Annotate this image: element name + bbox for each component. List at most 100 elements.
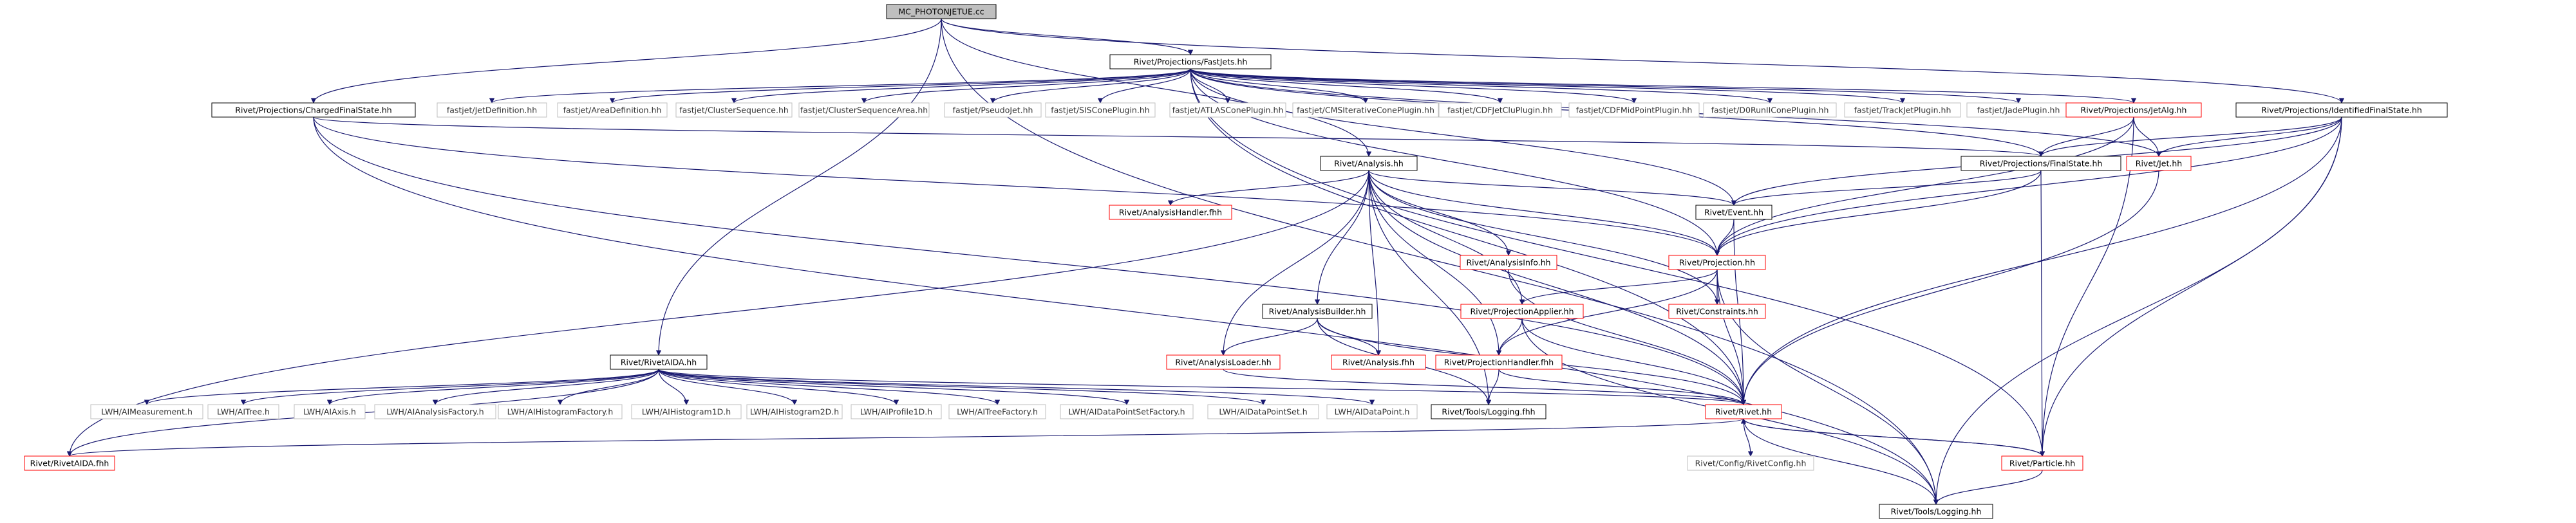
- edge-analysis-to-constraints: [1368, 170, 1720, 305]
- node-label: Rivet/Rivet.hh: [1715, 407, 1772, 417]
- node-rivet-projectionapplier-hh[interactable]: Rivet/ProjectionApplier.hh: [1460, 304, 1584, 319]
- edge-fastjets-to-projection: [1190, 68, 1720, 256]
- node-rivet-tools-logging-fhh[interactable]: Rivet/Tools/Logging.fhh: [1431, 404, 1547, 419]
- node-rivet-analysisloader-hh[interactable]: Rivet/AnalysisLoader.hh: [1166, 354, 1281, 370]
- node-fastjet-areadefinition-hh[interactable]: fastjet/AreaDefinition.hh: [557, 102, 668, 118]
- node-rivet-event-hh[interactable]: Rivet/Event.hh: [1695, 205, 1772, 220]
- edge-jet-to-rivethh: [1740, 170, 2159, 405]
- node-fastjet-trackjetplugin-hh[interactable]: fastjet/TrackJetPlugin.hh: [1844, 102, 1961, 118]
- node-label: fastjet/CDFJetCluPlugin.hh: [1447, 106, 1553, 115]
- node-lwh-aiaxis-h[interactable]: LWH/AIAxis.h: [294, 404, 366, 419]
- edge-analysis-to-analysisbuilder: [1314, 170, 1369, 305]
- node-rivet-analysis-fhh[interactable]: Rivet/Analysis.fhh: [1331, 354, 1426, 370]
- node-lwh-aidatapointset-h[interactable]: LWH/AIDataPointSet.h: [1207, 404, 1319, 419]
- node-rivet-rivet-hh[interactable]: Rivet/Rivet.hh: [1705, 404, 1782, 419]
- node-lwh-aidatapoint-h[interactable]: LWH/AIDataPoint.h: [1326, 404, 1418, 419]
- node-label: LWH/AITreeFactory.h: [957, 407, 1038, 417]
- node-rivet-particle-hh[interactable]: Rivet/Particle.hh: [2001, 455, 2083, 471]
- edge-analysisinfo-to-rivethh: [1508, 269, 1747, 405]
- node-label: Rivet/Jet.hh: [2136, 159, 2182, 169]
- node-rivet-constraints-hh[interactable]: Rivet/Constraints.hh: [1668, 304, 1766, 319]
- node-fastjet-cdfjetcluplugin-hh[interactable]: fastjet/CDFJetCluPlugin.hh: [1438, 102, 1562, 118]
- node-label: fastjet/AreaDefinition.hh: [563, 106, 662, 115]
- node-box: [1320, 156, 1418, 171]
- node-rivet-projections-fastjets-hh[interactable]: Rivet/Projections/FastJets.hh: [1109, 54, 1272, 69]
- node-box: [944, 102, 1042, 118]
- edge-rivetaida-to-ianalysisfactory: [432, 369, 659, 405]
- node-rivet-projections-jetalg-hh[interactable]: Rivet/Projections/JetAlg.hh: [2065, 102, 2202, 118]
- node-lwh-aihistogramfactory-h[interactable]: LWH/AIHistogramFactory.h: [498, 404, 623, 419]
- node-lwh-aihistogram1d-h[interactable]: LWH/AIHistogram1D.h: [631, 404, 742, 419]
- node-fastjet-clustersequence-hh[interactable]: fastjet/ClusterSequence.hh: [675, 102, 793, 118]
- node-rivet-config-rivetconfig-hh[interactable]: Rivet/Config/RivetConfig.hh: [1687, 455, 1814, 471]
- node-mc-photonjetue-cc[interactable]: MC_PHOTONJETUE.cc: [886, 4, 997, 19]
- node-box: [886, 4, 997, 19]
- node-fastjet-cdfmidpointplugin-hh[interactable]: fastjet/CDFMidPointPlugin.hh: [1568, 102, 1700, 118]
- node-rivet-tools-logging-hh[interactable]: Rivet/Tools/Logging.hh: [1879, 504, 1993, 519]
- node-lwh-aidatapointsetfactory-h[interactable]: LWH/AIDataPointSetFactory.h: [1060, 404, 1194, 419]
- edge-chargedfs-to-toolslog: [313, 116, 1939, 505]
- node-label: Rivet/ProjectionHandler.fhh: [1444, 358, 1554, 367]
- node-fastjet-clustersequencearea-hh[interactable]: fastjet/ClusterSequenceArea.hh: [798, 102, 930, 118]
- node-rivet-rivetaida-fhh[interactable]: Rivet/RivetAIDA.fhh: [24, 455, 115, 471]
- node-label: LWH/AIAnalysisFactory.h: [386, 407, 484, 417]
- edge-analysis-to-analysisfhh: [1368, 170, 1382, 356]
- node-lwh-aitreefactory-h[interactable]: LWH/AITreeFactory.h: [948, 404, 1046, 419]
- node-lwh-aiprofile1d-h[interactable]: LWH/AIProfile1D.h: [851, 404, 942, 419]
- node-fastjet-d0runiiconeplugin-hh[interactable]: fastjet/D0RunIIConePlugin.hh: [1703, 102, 1837, 118]
- edge-projapplier-to-projhandler: [1496, 318, 1523, 356]
- node-fastjet-jetdefinition-hh[interactable]: fastjet/JetDefinition.hh: [437, 102, 547, 118]
- node-rivet-projection-hh[interactable]: Rivet/Projection.hh: [1668, 255, 1766, 270]
- node-box: [207, 404, 279, 419]
- node-box: [294, 404, 366, 419]
- node-box: [1438, 102, 1562, 118]
- node-box: [24, 455, 115, 471]
- node-rivet-projections-identifiedfinalstate-hh[interactable]: Rivet/Projections/IdentifiedFinalState.h…: [2235, 102, 2448, 118]
- node-label: LWH/AIHistogramFactory.h: [507, 407, 614, 417]
- edge-projection-to-projhandler: [1496, 269, 1718, 356]
- node-lwh-aianalysisfactory-h[interactable]: LWH/AIAnalysisFactory.h: [374, 404, 496, 419]
- node-rivet-projectionhandler-fhh[interactable]: Rivet/ProjectionHandler.fhh: [1435, 354, 1563, 370]
- edge-projapplier-to-rivethh: [1521, 318, 1747, 405]
- node-lwh-aimeasurement-h[interactable]: LWH/AIMeasurement.h: [90, 404, 203, 419]
- node-box: [437, 102, 547, 118]
- node-fastjet-jadeplugin-hh[interactable]: fastjet/JadePlugin.hh: [1966, 102, 2071, 118]
- node-rivet-jet-hh[interactable]: Rivet/Jet.hh: [2126, 156, 2192, 171]
- node-label: Rivet/Event.hh: [1704, 208, 1763, 217]
- node-label: MC_PHOTONJETUE.cc: [898, 7, 984, 17]
- node-rivet-rivetaida-hh[interactable]: Rivet/RivetAIDA.hh: [610, 354, 708, 370]
- node-label: Rivet/Constraints.hh: [1676, 307, 1758, 317]
- node-box: [2235, 102, 2448, 118]
- node-fastjet-sisconeplugin-hh[interactable]: fastjet/SISConePlugin.hh: [1045, 102, 1156, 118]
- edge-analysis-to-projection: [1368, 170, 1720, 256]
- node-label: LWH/AIDataPoint.h: [1335, 407, 1410, 417]
- node-box: [374, 404, 496, 419]
- node-label: Rivet/RivetAIDA.fhh: [30, 459, 109, 468]
- edge-root-to-analysis: [941, 18, 1372, 157]
- node-label: Rivet/Particle.hh: [2009, 459, 2075, 468]
- node-rivet-analysisinfo-hh[interactable]: Rivet/AnalysisInfo.hh: [1460, 255, 1557, 270]
- node-label: Rivet/Projection.hh: [1679, 258, 1755, 268]
- node-box: [1331, 354, 1426, 370]
- node-rivet-analysisbuilder-hh[interactable]: Rivet/AnalysisBuilder.hh: [1262, 304, 1373, 319]
- node-rivet-projections-chargedfinalstate-hh[interactable]: Rivet/Projections/ChargedFinalState.hh: [211, 102, 416, 118]
- node-box: [1703, 102, 1837, 118]
- node-rivet-analysis-hh[interactable]: Rivet/Analysis.hh: [1320, 156, 1418, 171]
- node-fastjet-atlasconeplugin-hh[interactable]: fastjet/ATLASConePlugin.hh: [1169, 102, 1286, 118]
- node-fastjet-cmsiterativeconeplugin-hh[interactable]: fastjet/CMSIterativeConePlugin.hh: [1292, 102, 1439, 118]
- node-rivet-analysishandler-fhh[interactable]: Rivet/AnalysisHandler.fhh: [1109, 205, 1232, 220]
- node-lwh-aitree-h[interactable]: LWH/AITree.h: [207, 404, 279, 419]
- edge-fastjets-to-clseqarea: [861, 68, 1191, 104]
- node-label: Rivet/Config/RivetConfig.hh: [1695, 459, 1807, 468]
- node-label: Rivet/AnalysisHandler.fhh: [1119, 208, 1222, 217]
- node-rivet-projections-finalstate-hh[interactable]: Rivet/Projections/FinalState.hh: [1960, 156, 2121, 171]
- node-box: [851, 404, 942, 419]
- edge-rivetaida-to-ihist1d: [658, 369, 690, 405]
- node-lwh-aihistogram2d-h[interactable]: LWH/AIHistogram2D.h: [746, 404, 843, 419]
- node-box: [1844, 102, 1961, 118]
- node-box: [1705, 404, 1782, 419]
- node-fastjet-pseudojet-hh[interactable]: fastjet/PseudoJet.hh: [944, 102, 1042, 118]
- node-label: LWH/AIHistogram2D.h: [750, 407, 839, 417]
- edge-root-to-idfs: [941, 18, 2344, 104]
- edge-rivetaida-to-ihist2d: [658, 369, 798, 405]
